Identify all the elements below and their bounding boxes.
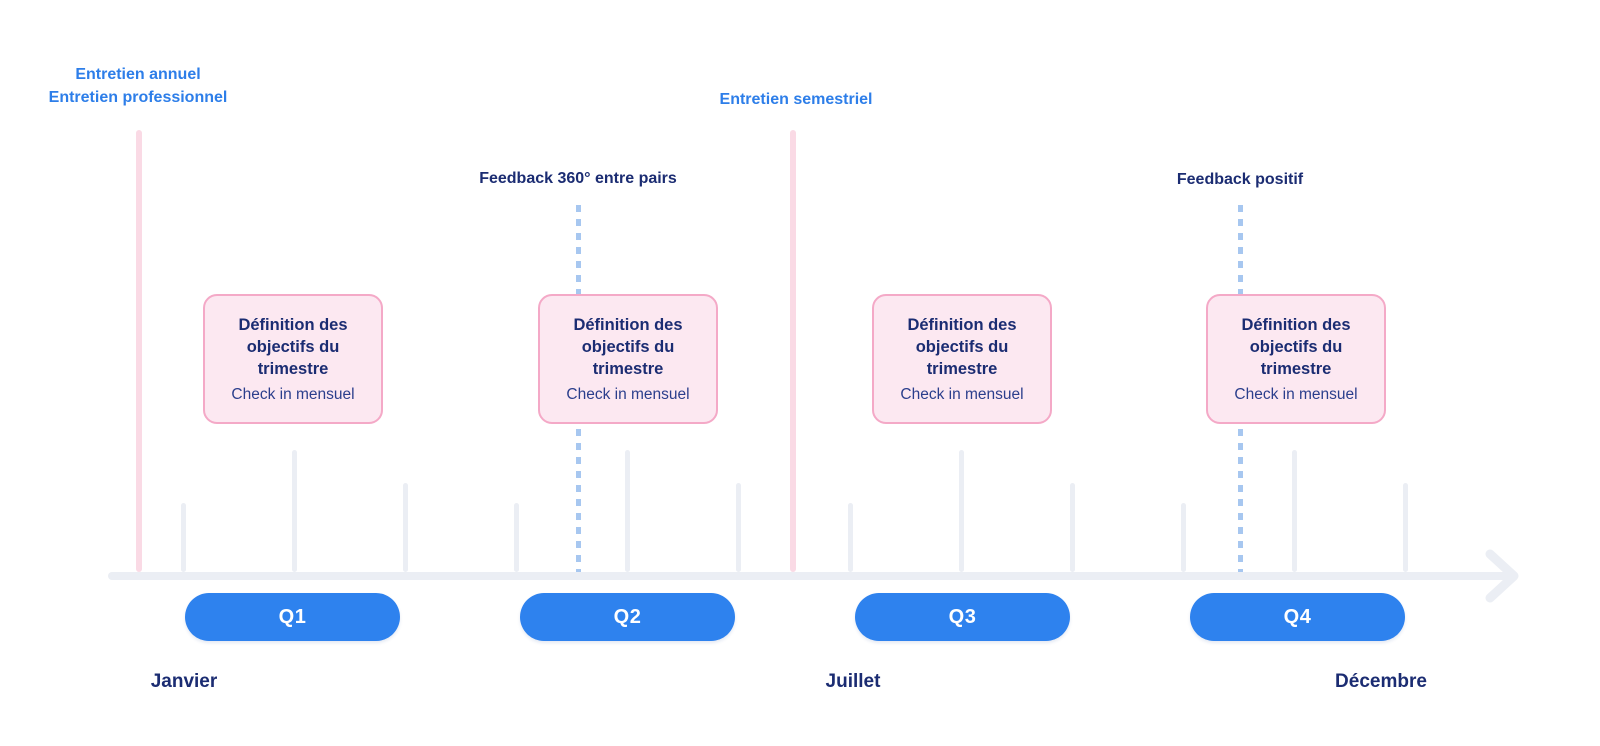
feedback-360-label: Feedback 360° entre pairs bbox=[479, 170, 677, 187]
quarter-card-q2: Définition des objectifs du trimestre Ch… bbox=[538, 294, 718, 424]
july-event-line bbox=[790, 130, 796, 572]
quarter-pill-q2: Q2 bbox=[520, 593, 735, 641]
annual-review-label: Entretien annuel Entretien professionnel bbox=[49, 63, 228, 109]
timeline-tick bbox=[1403, 483, 1408, 572]
month-label-juillet: Juillet bbox=[825, 671, 881, 692]
quarter-card-q1: Définition des objectifs du trimestre Ch… bbox=[203, 294, 383, 424]
quarter-pill-q3: Q3 bbox=[855, 593, 1070, 641]
card-title: Définition des objectifs du trimestre bbox=[1241, 315, 1351, 378]
timeline-tick bbox=[1070, 483, 1075, 572]
feedback-positive-label: Feedback positif bbox=[1176, 171, 1304, 188]
quarter-card-q3: Définition des objectifs du trimestre Ch… bbox=[872, 294, 1052, 424]
timeline-tick bbox=[514, 503, 519, 572]
timeline-axis bbox=[108, 572, 1508, 580]
card-subtitle: Check in mensuel bbox=[566, 385, 690, 403]
card-title: Définition des objectifs du trimestre bbox=[573, 315, 683, 378]
month-label-decembre: Décembre bbox=[1335, 671, 1427, 692]
card-subtitle: Check in mensuel bbox=[231, 385, 355, 403]
quarter-pill-q4: Q4 bbox=[1190, 593, 1405, 641]
january-event-line bbox=[136, 130, 142, 572]
annual-review-line1: Entretien annuel bbox=[75, 66, 201, 83]
timeline-tick bbox=[292, 450, 297, 572]
timeline-arrow-icon bbox=[1485, 549, 1519, 603]
card-title: Définition des objectifs du trimestre bbox=[907, 315, 1017, 378]
card-subtitle: Check in mensuel bbox=[1234, 385, 1358, 403]
timeline-tick bbox=[1292, 450, 1297, 572]
timeline-tick bbox=[181, 503, 186, 572]
month-label-janvier: Janvier bbox=[150, 671, 218, 692]
semester-review-label: Entretien semestriel bbox=[719, 91, 873, 108]
card-title: Définition des objectifs du trimestre bbox=[238, 315, 348, 378]
quarter-card-q4: Définition des objectifs du trimestre Ch… bbox=[1206, 294, 1386, 424]
timeline-tick bbox=[1181, 503, 1186, 572]
timeline-tick bbox=[736, 483, 741, 572]
quarter-pill-q1: Q1 bbox=[185, 593, 400, 641]
timeline-tick bbox=[625, 450, 630, 572]
card-subtitle: Check in mensuel bbox=[900, 385, 1024, 403]
timeline-tick bbox=[403, 483, 408, 572]
timeline-tick bbox=[848, 503, 853, 572]
timeline-tick bbox=[959, 450, 964, 572]
professional-review-line2: Entretien professionnel bbox=[48, 89, 228, 106]
